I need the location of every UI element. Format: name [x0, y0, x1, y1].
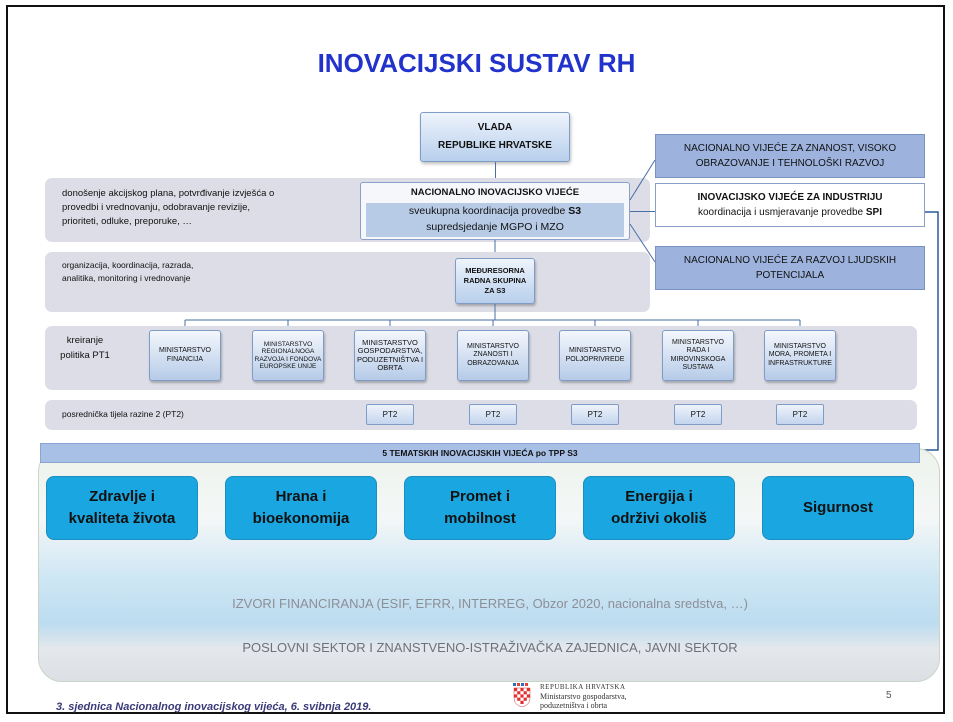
ministry-poljoprivreda: MINISTARSTVO POLJOPRIVREDE — [559, 330, 631, 381]
connector-vlada-niv — [495, 162, 496, 182]
niv-line2: supredsjedanje MGPO i MZO — [426, 221, 564, 233]
box-nv-ljudski: NACIONALNO VIJEĆE ZA RAZVOJ LJUDSKIH POT… — [655, 246, 925, 290]
ministry-logo-text: REPUBLIKA HRVATSKA Ministarstvo gospodar… — [540, 683, 627, 710]
pt2-box-gospodarstvo: PT2 — [366, 404, 414, 425]
box-nv-znanost: NACIONALNO VIJEĆE ZA ZNANOST, VISOKO OBR… — [655, 134, 925, 178]
pt2-label: posrednička tijela razine 2 (PT2) — [62, 409, 184, 419]
vlada-box: VLADA REPUBLIKE HRVATSKE — [420, 112, 570, 162]
pt2-box-poljoprivreda: PT2 — [571, 404, 619, 425]
ministry-rad: MINISTARSTVO RADA I MIROVINSKOGA SUSTAVA — [662, 330, 734, 381]
ministry-znanost: MINISTARSTVO ZNANOSTI I OBRAZOVANJA — [457, 330, 529, 381]
pt2-box-rad: PT2 — [674, 404, 722, 425]
slide-title: INOVACIJSKI SUSTAV RH — [317, 48, 636, 78]
band-governance-text: donošenje akcijskog plana, potvrđivanje … — [62, 188, 275, 227]
box-iv-industrija: INOVACIJSKO VIJEĆE ZA INDUSTRIJU koordin… — [655, 183, 925, 227]
niv-title: NACIONALNO INOVACIJSKO VIJEĆE — [410, 187, 580, 198]
sector-text: POSLOVNI SEKTOR I ZNANSTVENO-ISTRAŽIVAČK… — [242, 640, 738, 655]
ministry-regionalni-razvoj: MINISTARSTVO REGIONALNOGA RAZVOJA I FOND… — [252, 330, 324, 381]
theme-sigurnost: Sigurnost — [762, 476, 914, 540]
band-organization-text: organizacija, koordinacija, razrada, ana… — [62, 260, 194, 283]
niv-detail: sveukupna koordinacija provedbe S3 supre… — [366, 203, 624, 237]
connector-niv-industrija — [630, 211, 655, 212]
page-number: 5 — [886, 690, 892, 701]
ministry-financija: MINISTARSTVO FINANCIJA — [149, 330, 221, 381]
band-organization — [45, 252, 650, 312]
footer-session-text: 3. sjednica Nacionalnog inovacijskog vij… — [56, 701, 372, 713]
slide-frame — [6, 5, 945, 714]
mrs-box: MEĐURESORNA RADNA SKUPINA ZA S3 — [455, 258, 535, 304]
croatia-coat-of-arms-icon — [512, 683, 532, 708]
vlada-line2: REPUBLIKE HRVATSKE — [438, 140, 552, 151]
niv-box: NACIONALNO INOVACIJSKO VIJEĆE sveukupna … — [360, 182, 630, 240]
iv-industrija-title: INOVACIJSKO VIJEĆE ZA INDUSTRIJU — [697, 192, 883, 203]
pt1-label: kreiranje politika PT1 — [60, 335, 110, 361]
ministry-gospodarstvo: MINISTARSTVO GOSPODARSTVA, PODUZETNIŠTVA… — [354, 330, 426, 381]
iv-industrija-detail: koordinacija i usmjeravanje provedbe SPI — [698, 207, 882, 218]
vlada-line1: VLADA — [477, 122, 513, 133]
funding-text: IZVORI FINANCIRANJA (ESIF, EFRR, INTERRE… — [232, 596, 748, 611]
ministry-more-promet: MINISTARSTVO MORA, PROMETA I INFRASTRUKT… — [764, 330, 836, 381]
thematic-header: 5 TEMATSKIH INOVACIJSKIH VIJEĆA po TPP S… — [40, 443, 920, 463]
niv-line1: sveukupna koordinacija provedbe S3 — [408, 205, 582, 217]
pt2-box-znanost: PT2 — [469, 404, 517, 425]
pt2-box-more: PT2 — [776, 404, 824, 425]
